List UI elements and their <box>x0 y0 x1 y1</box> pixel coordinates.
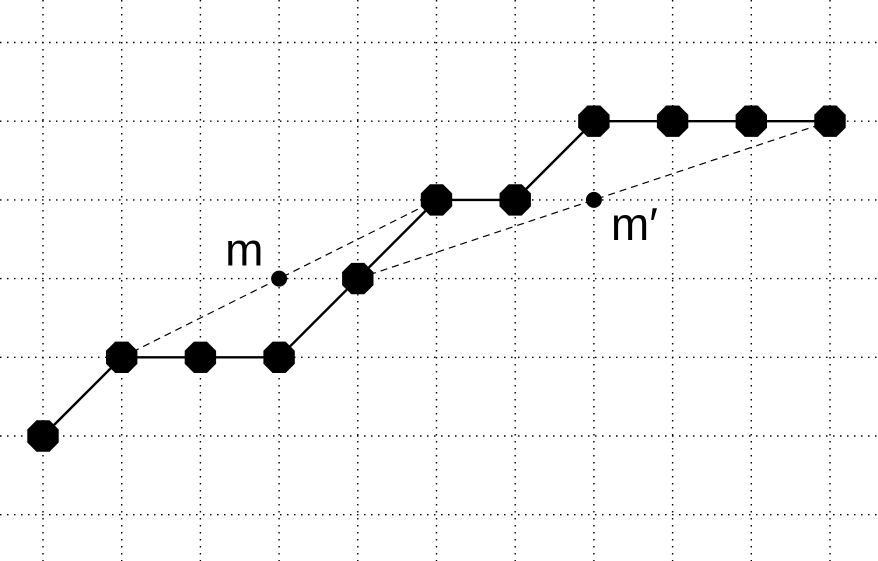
path-vertex <box>263 341 295 373</box>
dashed-chord <box>357 120 831 280</box>
path-vertex <box>814 105 846 137</box>
midpoint-label-m-prime: m′ <box>611 198 658 250</box>
path-vertex <box>735 105 767 137</box>
midpoints <box>271 191 602 287</box>
path-vertex <box>578 105 610 137</box>
path-vertex <box>27 420 59 452</box>
path-edge <box>278 277 359 359</box>
path-vertex <box>342 262 374 295</box>
dashed-chord <box>121 199 437 358</box>
midpoint-labels: m m′ <box>225 198 658 276</box>
midpoint-label-m: m <box>225 224 263 276</box>
path-vertex <box>656 105 689 137</box>
midpoint-dot <box>585 191 602 208</box>
path-vertex <box>106 341 138 373</box>
path-vertex <box>420 184 453 216</box>
midpoint-dot <box>271 270 288 287</box>
path-vertex <box>184 341 217 373</box>
dashed-chords <box>121 120 831 358</box>
path-edge <box>356 199 438 280</box>
path-vertices <box>27 105 846 452</box>
path-edge <box>42 356 123 437</box>
path-edge <box>514 120 595 201</box>
path-vertex <box>499 184 531 216</box>
